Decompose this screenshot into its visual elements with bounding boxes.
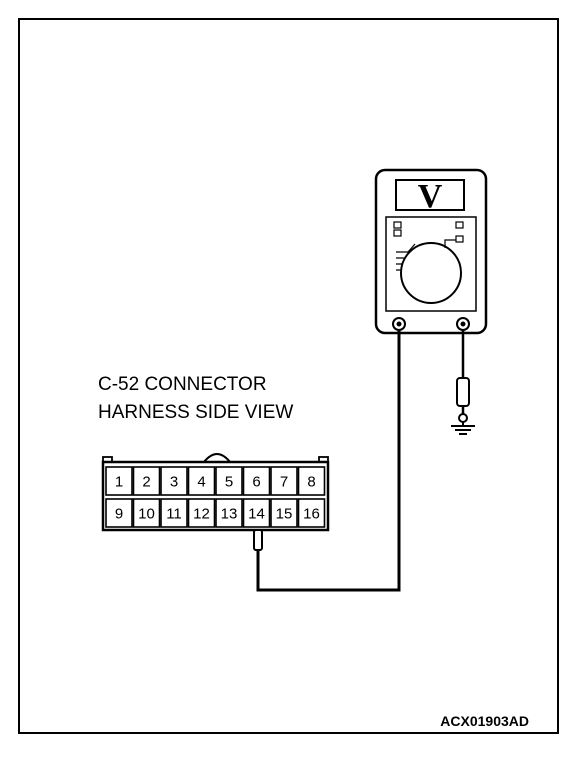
ground-probe-icon — [456, 377, 470, 407]
voltmeter: V — [374, 168, 488, 335]
test-lead-wire — [256, 330, 401, 592]
pin-label-11: 11 — [166, 506, 182, 523]
pin-cell-14 — [242, 498, 271, 528]
scale-ticks-icon — [396, 251, 408, 271]
pin-label-4: 4 — [197, 474, 205, 491]
figure-frame — [18, 18, 559, 734]
pin-label-14: 14 — [248, 506, 265, 523]
pin-cell-6 — [242, 466, 271, 496]
connector-title-line2: HARNESS SIDE VIEW — [98, 402, 293, 423]
terminal-negative-center — [460, 321, 466, 327]
voltmeter-dial — [400, 242, 462, 304]
pin-cell-2 — [132, 466, 161, 496]
range-mark-icon — [393, 221, 402, 229]
pin-label-15: 15 — [276, 506, 293, 523]
pin-label-10: 10 — [138, 506, 155, 523]
ground-lead — [451, 330, 475, 435]
pin-cell-10 — [132, 498, 161, 528]
pin-label-7: 7 — [280, 474, 288, 491]
scale-pointer-icon — [407, 243, 416, 253]
pin-cell-12 — [187, 498, 216, 528]
pin-label-2: 2 — [142, 474, 150, 491]
pin-label-8: 8 — [307, 474, 315, 491]
range-mark-icon — [455, 221, 464, 229]
pin-cell-3 — [160, 466, 188, 496]
test-probe-icon — [253, 529, 263, 551]
connector-title-line1: C-52 CONNECTOR — [98, 374, 267, 395]
pin-label-12: 12 — [193, 506, 210, 523]
ground-clip-icon — [458, 413, 468, 423]
test-lead — [253, 330, 401, 592]
pin-label-3: 3 — [170, 474, 178, 491]
range-mark-icon — [455, 235, 464, 243]
pin-label-1: 1 — [115, 474, 123, 491]
voltmeter-display — [395, 179, 465, 211]
figure-code: ACX01903AD — [440, 713, 529, 729]
pin-cell-1 — [105, 466, 133, 496]
terminal-positive-center — [396, 321, 402, 327]
connector-lock-icon — [203, 453, 231, 463]
pin-cell-5 — [215, 466, 243, 496]
pin-cell-16 — [297, 498, 326, 528]
pin-label-16: 16 — [303, 506, 320, 523]
range-mark-icon — [393, 229, 402, 237]
pin-cell-11 — [160, 498, 188, 528]
ground-symbol-icon — [451, 425, 475, 435]
voltmeter-display-symbol: V — [418, 178, 443, 215]
pin-cell-15 — [270, 498, 298, 528]
pin-label-9: 9 — [115, 506, 123, 523]
pin-cell-4 — [187, 466, 216, 496]
pin-cell-7 — [270, 466, 298, 496]
selector-line-icon — [444, 239, 456, 248]
pin-label-6: 6 — [252, 474, 260, 491]
pin-label-13: 13 — [221, 506, 238, 523]
pin-cell-13 — [215, 498, 243, 528]
pin-cell-8 — [297, 466, 326, 496]
pin-label-5: 5 — [225, 474, 233, 491]
pin-cell-9 — [105, 498, 133, 528]
